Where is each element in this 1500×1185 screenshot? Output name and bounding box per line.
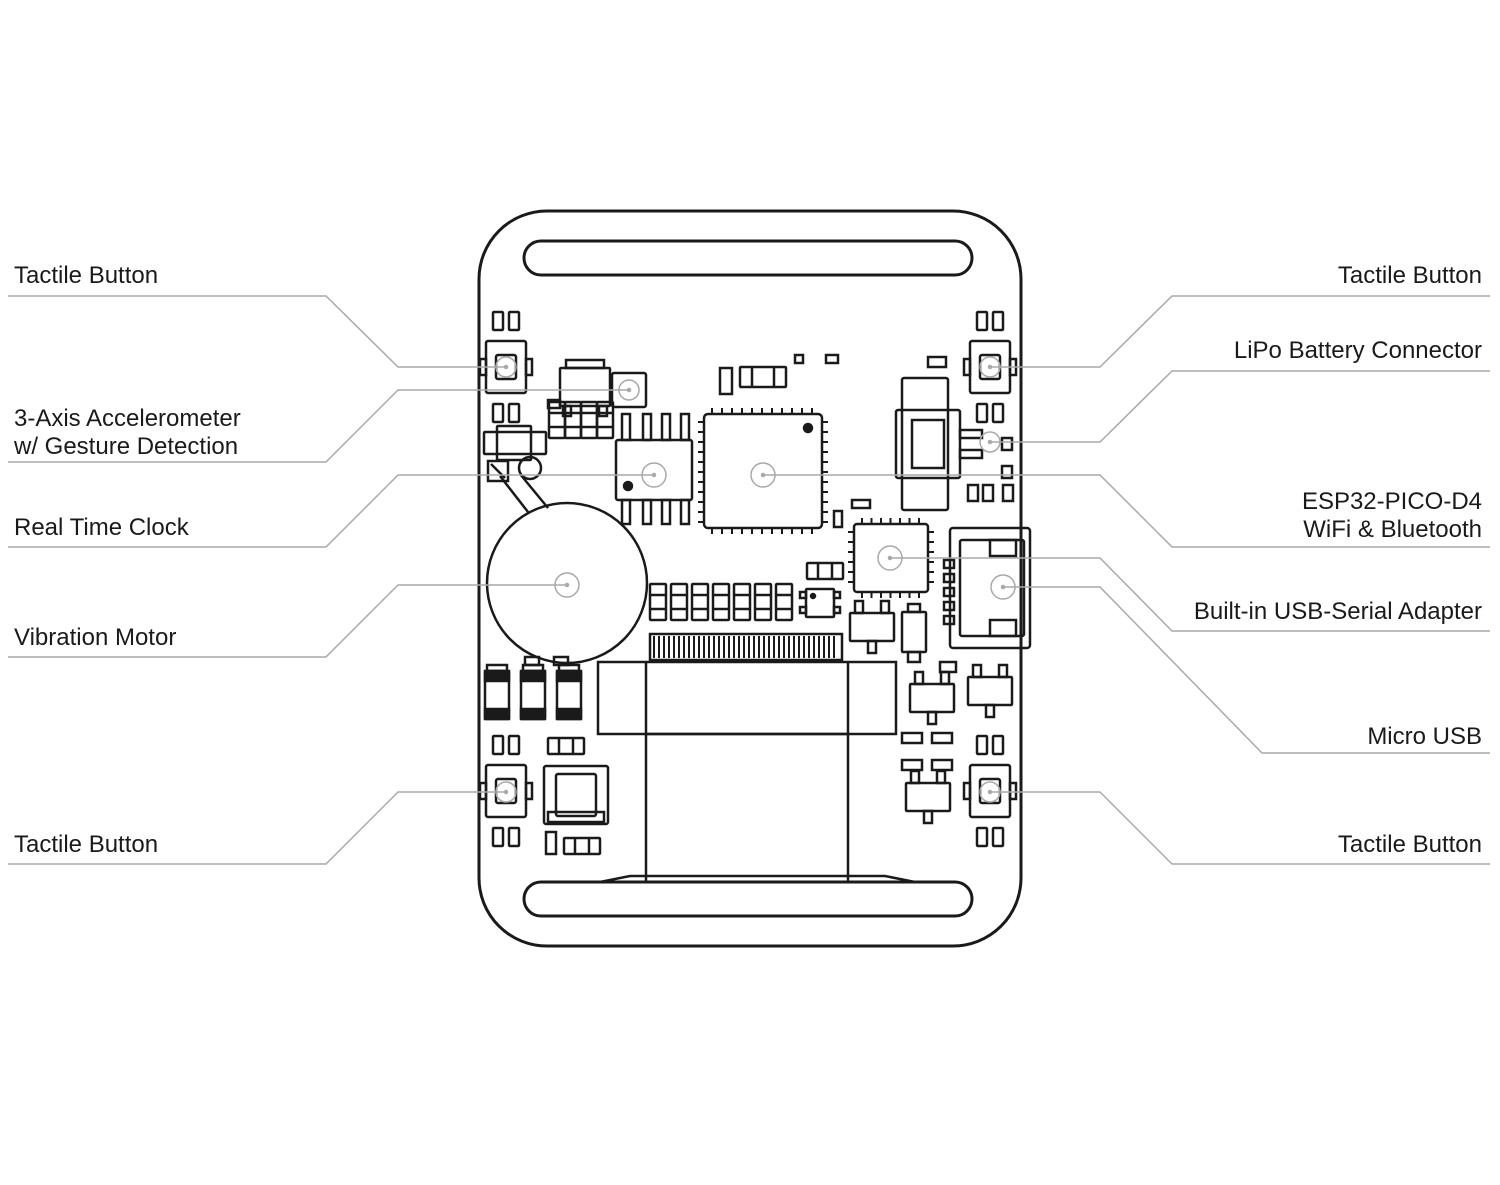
label-real-time-clock: Real Time Clock (14, 514, 189, 541)
label-tactile-button-top-left: Tactile Button (14, 262, 159, 289)
esp32-chip (702, 412, 824, 530)
label-micro-usb: Micro USB (1367, 723, 1482, 750)
label-tactile-button-bottom-left: Tactile Button (14, 831, 159, 858)
label-usb-serial-adapter: Built-in USB-Serial Adapter (1193, 598, 1482, 625)
rtc-chip (614, 412, 694, 526)
label-esp32: ESP32-PICO-D4 WiFi & Bluetooth (1301, 488, 1482, 543)
bottom-slot (522, 880, 974, 918)
leader-lines (8, 295, 1490, 865)
board-outline (477, 209, 1023, 948)
vibration-motor (485, 473, 649, 667)
label-vibration-motor: Vibration Motor (14, 624, 177, 651)
micro-usb-connector (942, 526, 1032, 650)
inductor (542, 764, 610, 856)
label-tactile-button-bottom-right: Tactile Button (1337, 831, 1482, 858)
label-lipo-battery-connector: LiPo Battery Connector (1233, 337, 1482, 364)
label-accelerometer: 3-Axis Accelerometer w/ Gesture Detectio… (14, 405, 241, 460)
label-tactile-button-top-right: Tactile Button (1337, 262, 1482, 289)
lipo-connector (894, 355, 1015, 512)
display-connector (596, 632, 898, 884)
top-slot (522, 239, 974, 277)
callout-markers (495, 356, 1016, 803)
